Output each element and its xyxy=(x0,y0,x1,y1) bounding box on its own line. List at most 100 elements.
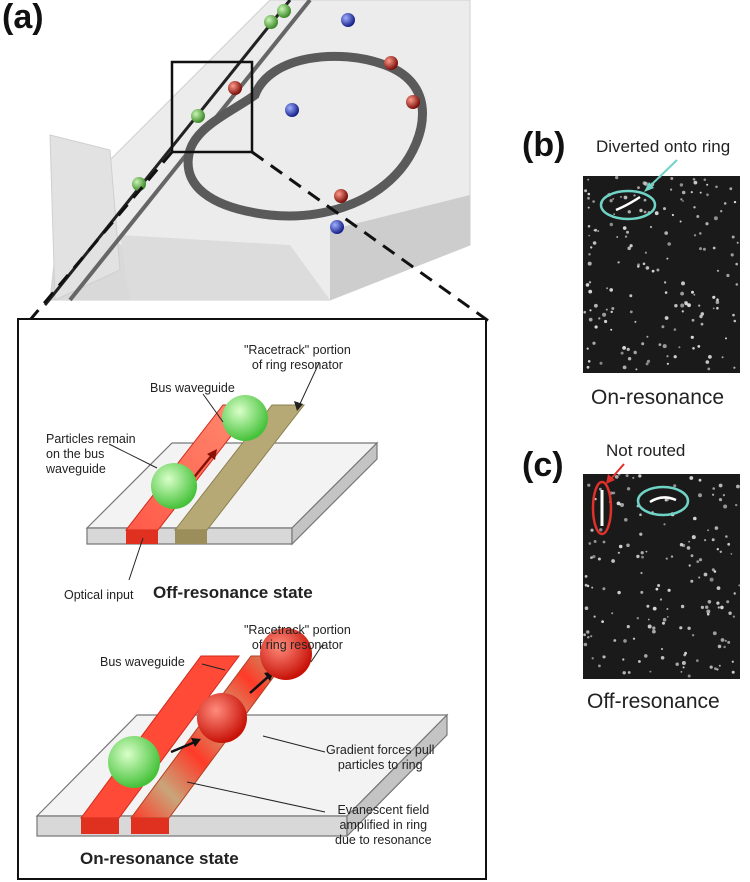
fluorescent-particle xyxy=(698,304,701,307)
fluorescent-particle xyxy=(687,626,691,630)
fluorescent-particle xyxy=(663,281,667,284)
panel-b-caption: On-resonance xyxy=(591,386,725,409)
off-particles-label: Particles remain on the bus waveguide xyxy=(46,432,136,476)
fluorescent-particle xyxy=(622,658,625,661)
fluorescent-particle xyxy=(586,365,590,369)
fluorescent-particle xyxy=(622,346,626,350)
fluorescent-particle xyxy=(696,560,700,563)
fluorescent-particle xyxy=(679,220,682,223)
fluorescent-particle xyxy=(731,670,735,674)
panel-a-label: (a) xyxy=(2,0,44,36)
fluorescent-particle xyxy=(594,228,597,232)
fluorescent-particle xyxy=(634,320,637,323)
fluorescent-particle xyxy=(664,231,668,235)
fluorescent-particle xyxy=(586,630,590,634)
fluorescent-particle xyxy=(662,344,667,349)
on-resonance-title: On-resonance state xyxy=(80,849,239,868)
fluorescent-particle xyxy=(624,235,628,238)
fluorescent-particle xyxy=(712,307,715,310)
fluorescent-particle xyxy=(627,246,631,251)
fluorescent-particle xyxy=(604,319,608,324)
fluorescent-particle xyxy=(707,367,711,371)
fluorescent-particle xyxy=(706,609,711,614)
fluorescent-particle xyxy=(597,557,601,561)
fluorescent-particle xyxy=(594,497,597,501)
fluorescent-particle xyxy=(587,261,592,266)
fluorescent-particle xyxy=(640,551,644,555)
fluorescent-particle xyxy=(593,540,597,543)
panel-c-caption: Off-resonance xyxy=(587,690,720,713)
fluorescent-particle xyxy=(689,476,694,480)
fluorescent-particle xyxy=(627,210,631,214)
fluorescent-particle xyxy=(733,366,736,369)
fluorescent-particle xyxy=(718,498,723,502)
fluorescent-particle xyxy=(644,654,648,658)
fluorescent-particle xyxy=(661,325,665,329)
fluorescent-particle xyxy=(584,575,588,578)
fluorescent-particle xyxy=(666,362,669,365)
fluorescent-particle xyxy=(598,664,601,668)
fluorescent-particle xyxy=(715,300,720,304)
fluorescent-particle xyxy=(594,325,598,329)
fluorescent-particle xyxy=(647,624,652,629)
fluorescent-particle xyxy=(614,475,619,479)
fluorescent-particle xyxy=(623,195,628,200)
fluorescent-particle xyxy=(638,660,641,663)
fluorescent-particle xyxy=(590,246,593,249)
fluorescent-particle xyxy=(673,355,677,359)
fluorescent-particle xyxy=(599,487,602,491)
fluorescent-particle xyxy=(680,291,684,296)
fluorescent-particle xyxy=(617,590,621,595)
fluorescent-particle xyxy=(721,356,724,359)
fluorescent-particle xyxy=(590,635,593,638)
fluorescent-particle xyxy=(712,493,715,496)
fluorescent-particle xyxy=(736,484,740,489)
fluorescent-particle xyxy=(612,491,616,495)
fluorescent-particle xyxy=(723,645,726,649)
fluorescent-particle xyxy=(682,666,685,669)
fluorescent-particle xyxy=(718,664,721,667)
fluorescent-particle xyxy=(691,318,695,322)
fluorescent-particle xyxy=(673,328,677,331)
panel-b-annotation: Diverted onto ring xyxy=(596,137,731,156)
fluorescent-particle xyxy=(720,605,724,610)
fluorescent-particle xyxy=(670,177,674,180)
fluorescent-particle xyxy=(639,513,642,516)
fluorescent-particle xyxy=(647,618,650,621)
fluorescent-particle xyxy=(627,671,631,674)
fluorescent-particle xyxy=(626,347,630,351)
on-gradient-label: Gradient forces pull particles to ring xyxy=(326,743,435,772)
fluorescent-particle xyxy=(592,555,596,559)
fluorescent-particle xyxy=(704,539,707,542)
fluorescent-particle xyxy=(605,308,608,311)
fluorescent-particle xyxy=(673,484,677,488)
fluorescent-particle xyxy=(688,564,691,567)
fluorescent-particle xyxy=(733,592,736,595)
fluorescent-particle xyxy=(623,639,627,643)
fluorescent-particle xyxy=(703,572,708,577)
fluorescent-particle xyxy=(626,487,631,491)
fluorescent-particle xyxy=(626,625,630,629)
fluorescent-particle xyxy=(584,583,588,587)
off-resonance-title: Off-resonance state xyxy=(153,583,313,602)
fluorescent-particle xyxy=(674,304,678,308)
fluorescent-particle xyxy=(592,241,597,245)
fluorescent-particle xyxy=(679,626,683,630)
fluorescent-particle xyxy=(683,653,687,657)
fluorescent-particle xyxy=(640,571,643,575)
fluorescent-particle xyxy=(716,668,719,671)
fluorescent-particle xyxy=(712,631,717,636)
fluorescent-particle xyxy=(716,306,719,310)
fluorescent-particle xyxy=(663,207,666,211)
fluorescent-particle xyxy=(615,176,619,180)
fluorescent-particle xyxy=(660,647,664,651)
fluorescent-particle xyxy=(632,637,636,640)
fluorescent-particle xyxy=(633,194,636,197)
fluorescent-particle xyxy=(699,314,703,319)
fluorescent-particle xyxy=(587,636,590,639)
fluorescent-particle xyxy=(617,551,620,554)
fluorescent-particle xyxy=(681,190,686,195)
fluorescent-particle xyxy=(682,200,684,202)
fluorescent-particle xyxy=(717,606,720,609)
fluorescent-particle xyxy=(680,198,683,201)
